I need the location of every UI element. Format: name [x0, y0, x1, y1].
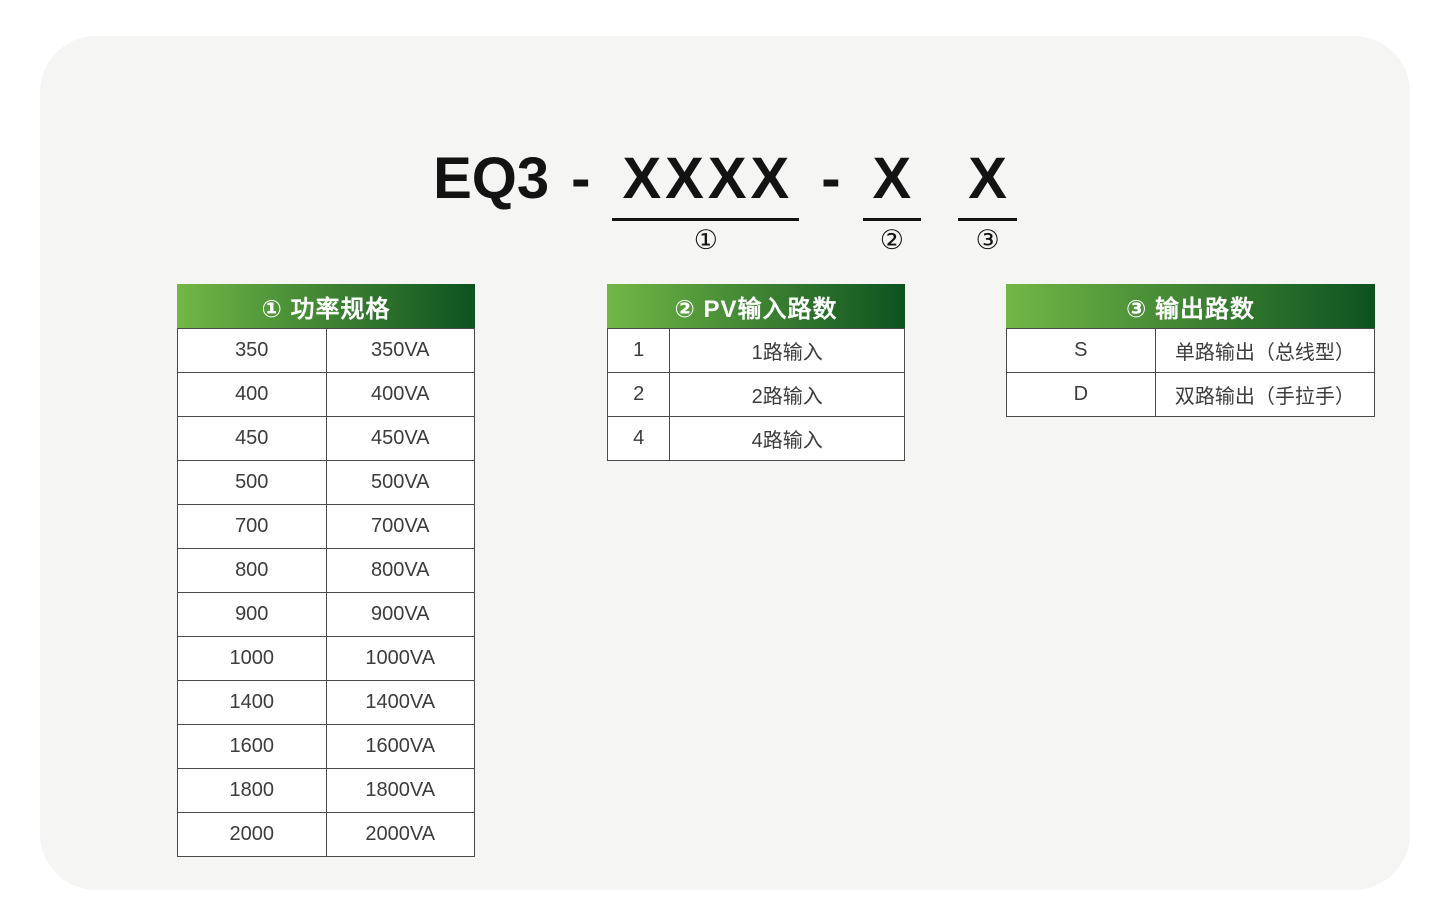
circled-1-marker: ①	[693, 225, 718, 255]
table-cell: 4路输入	[669, 416, 905, 461]
pv-input-table-header: ② PV输入路数	[607, 284, 905, 328]
table-cell: S	[1006, 328, 1156, 373]
power-spec-table-header: ① 功率规格	[177, 284, 475, 328]
table-cell: 1000VA	[325, 636, 475, 681]
table-cell: 2000VA	[325, 812, 475, 857]
table-cell: 350VA	[325, 328, 475, 373]
model-separator: -	[571, 150, 590, 208]
table-cell: 1800VA	[325, 768, 475, 813]
table-cell: 1路输入	[669, 328, 905, 373]
table-cell: 450VA	[325, 416, 475, 461]
model-segment-pv-input: X ②	[862, 150, 922, 255]
model-prefix: EQ3	[433, 150, 549, 208]
table-cell: 800VA	[325, 548, 475, 593]
circled-2-marker: ②	[879, 225, 904, 255]
table-cell: 2	[606, 372, 671, 417]
table-cell: 700VA	[325, 504, 475, 549]
table-cell: 1600VA	[325, 724, 475, 769]
table-cell: 400	[177, 372, 327, 417]
content-card: EQ3 - XXXX ① - X ② X ③ ① 功率规格	[40, 36, 1410, 890]
model-number-diagram: EQ3 - XXXX ① - X ② X ③	[40, 150, 1410, 254]
model-prefix-text: EQ3	[433, 146, 550, 211]
output-placeholder-text: X	[958, 150, 1017, 221]
table-cell: 400VA	[325, 372, 475, 417]
circled-3-marker: ③	[975, 225, 1000, 255]
table-cell: 1400VA	[325, 680, 475, 725]
table-cell: 1	[606, 328, 671, 373]
model-separator-2: -	[821, 150, 840, 208]
table-cell: 单路输出（总线型）	[1154, 328, 1376, 373]
table-cell: 1000	[177, 636, 327, 681]
separator-dash: -	[571, 146, 591, 211]
output-table-header: ③ 输出路数	[1006, 284, 1375, 328]
table-cell: 1800	[177, 768, 327, 813]
table-cell: 350	[177, 328, 327, 373]
table-cell: 1400	[177, 680, 327, 725]
table-cell: 500	[177, 460, 327, 505]
power-placeholder-text: XXXX	[612, 150, 800, 221]
table-cell: 双路输出（手拉手）	[1154, 372, 1376, 417]
table-cell: 500VA	[325, 460, 475, 505]
model-segment-output: X ③	[958, 150, 1017, 254]
table-cell: 4	[606, 416, 671, 461]
separator-dash-2: -	[821, 146, 841, 211]
table-cell: 450	[177, 416, 327, 461]
model-segment-power: XXXX ①	[612, 150, 800, 255]
table-cell: D	[1006, 372, 1156, 417]
table-cell: 700	[177, 504, 327, 549]
table-cell: 800	[177, 548, 327, 593]
pv-placeholder-text: X	[862, 150, 922, 221]
table-cell: 900	[177, 592, 327, 637]
table-cell: 2路输入	[669, 372, 905, 417]
table-cell: 2000	[177, 812, 327, 857]
table-cell: 1600	[177, 724, 327, 769]
table-cell: 900VA	[325, 592, 475, 637]
